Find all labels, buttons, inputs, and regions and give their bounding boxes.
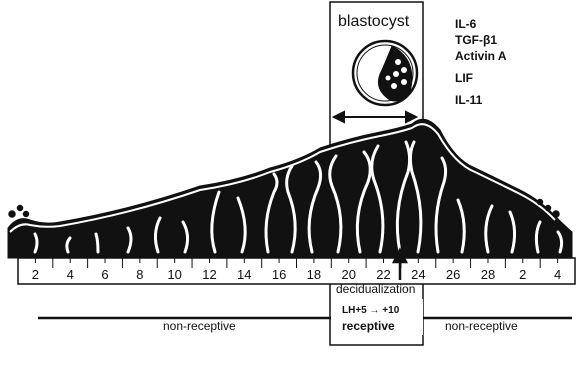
day-label: 12 <box>202 267 216 282</box>
cytokine-activin-a: Activin A <box>455 49 507 63</box>
day-label: 2 <box>519 267 526 282</box>
blastocyst <box>353 41 417 105</box>
receptive-label: receptive <box>342 319 395 333</box>
non-receptive-right-label: non-receptive <box>445 319 518 333</box>
day-label: 18 <box>307 267 321 282</box>
cytokine-lif: LIF <box>455 71 473 85</box>
day-label: 28 <box>481 267 495 282</box>
endometrium-silhouette <box>8 119 572 258</box>
lh-window-label: LH+5 → +10 <box>342 305 400 316</box>
cytokine-il11: IL-11 <box>455 93 483 107</box>
day-label: 14 <box>237 267 251 282</box>
day-label: 10 <box>167 267 181 282</box>
non-receptive-left-label: non-receptive <box>163 319 236 333</box>
day-label: 4 <box>67 267 74 282</box>
cytokine-list: IL-6 TGF-β1 Activin A LIF IL-11 <box>455 17 507 107</box>
day-label: 6 <box>101 267 108 282</box>
decidualization-label: decidualization <box>336 282 415 296</box>
cytokine-il6: IL-6 <box>455 17 477 31</box>
day-label: 8 <box>136 267 143 282</box>
day-label: 4 <box>554 267 561 282</box>
day-label: 20 <box>341 267 355 282</box>
day-label: 24 <box>411 267 425 282</box>
day-label: 16 <box>272 267 286 282</box>
day-label: 22 <box>376 267 390 282</box>
day-label: 2 <box>32 267 39 282</box>
cytokine-tgfb1: TGF-β1 <box>455 33 497 47</box>
blastocyst-label: blastocyst <box>338 13 410 30</box>
implantation-window-arrow <box>334 112 416 122</box>
day-label: 26 <box>446 267 460 282</box>
